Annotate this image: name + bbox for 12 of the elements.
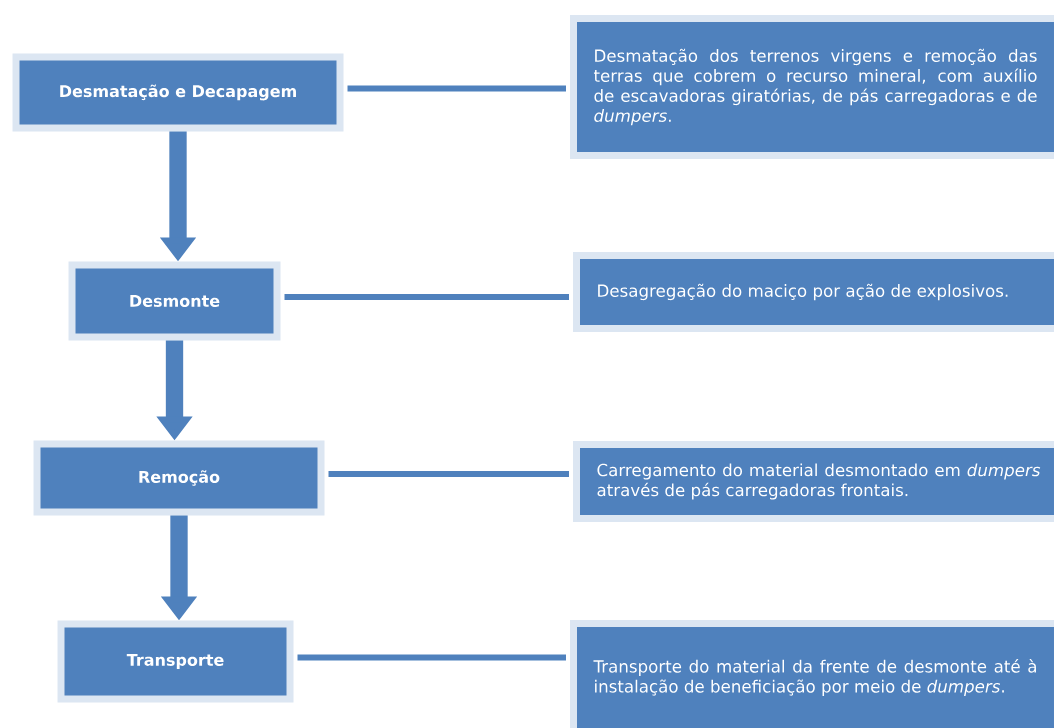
description-box: Transporte do material da frente de desmonte até à instalação de beneficiação por meio de dumpers.	[570, 620, 1054, 728]
connector-line	[328, 471, 569, 477]
step-box: Transporte	[57, 620, 294, 703]
description-box: Desagregação do maciço por ação de explosivos.	[573, 252, 1054, 332]
connector-line	[284, 294, 569, 300]
step-box: Remoção	[33, 440, 325, 516]
connector-line	[347, 85, 566, 92]
description-box: Carregamento do material desmontado em dumpers através de pás carregadoras frontais.	[573, 441, 1054, 522]
connector-line	[297, 654, 566, 661]
description-box: Desmatação dos terrenos virgens e remoção das terras que cobrem o recurso mineral, com auxílio de escavadoras giratórias, de pás carregadoras e de dumpers.	[570, 15, 1054, 159]
step-box: Desmonte	[68, 261, 281, 341]
step-box: Desmatação e Decapagem	[12, 53, 344, 132]
